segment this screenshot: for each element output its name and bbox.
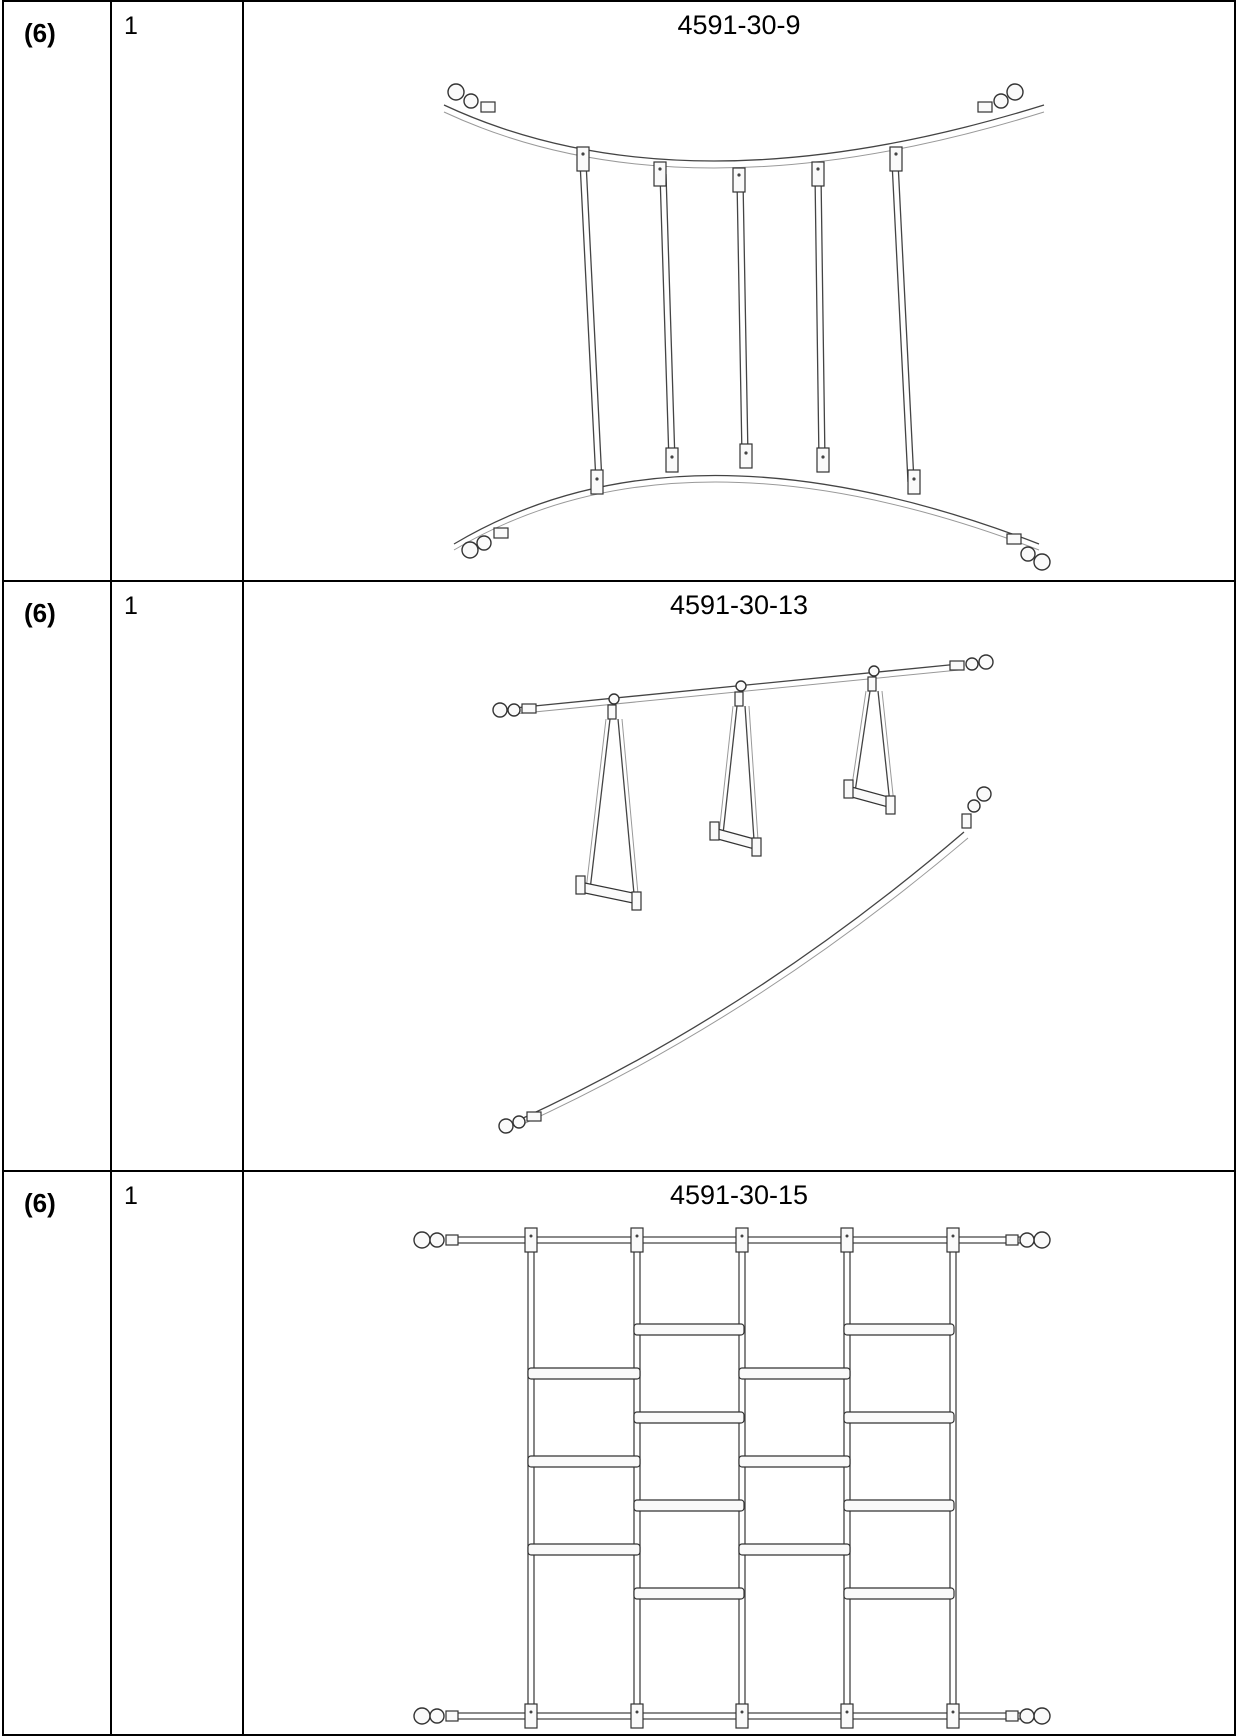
part-number: 4591-30-13 [669, 590, 809, 620]
climbing-grid-drawing-icon [413, 1227, 1051, 1729]
item-mark: (6) [24, 598, 56, 628]
item-mark: (6) [24, 18, 56, 48]
table-row: (6) 1 4591-30-9 [0, 0, 1238, 582]
swing-seat [709, 680, 762, 857]
swing-seat [575, 693, 642, 911]
quantity-cell: 1 [110, 1170, 244, 1736]
vertical-posts [527, 1240, 957, 1716]
curve-bottom-shackle [498, 1111, 542, 1134]
mark-cell: (6) [2, 1170, 112, 1736]
bottom-left-shackle [461, 527, 509, 559]
drawing-cell: 4591-30-15 [242, 1170, 1236, 1736]
tube-clamps [576, 146, 921, 495]
bar-left-shackle [492, 702, 537, 718]
corner-shackles [413, 1231, 1051, 1725]
table-row: (6) 1 4591-30-15 [0, 1170, 1238, 1736]
quantity-cell: 1 [110, 580, 244, 1172]
trapeze-swing-drawing-icon [492, 654, 994, 1134]
bar-right-shackle [949, 654, 994, 671]
table-row: (6) 1 4591-30-13 [0, 580, 1238, 1172]
drawing-cell: 4591-30-13 [242, 580, 1236, 1172]
top-left-shackle [447, 83, 496, 113]
item-mark: (6) [24, 1188, 56, 1218]
item-quantity: 1 [124, 1182, 138, 1210]
curved-rope-ladder-drawing-icon [443, 83, 1051, 571]
drawing-cell: 4591-30-9 [242, 0, 1236, 582]
post-clamps [524, 1227, 960, 1729]
curve-top-shackle [961, 786, 992, 829]
part-number: 4591-30-15 [669, 1180, 809, 1210]
swing-seat [843, 665, 896, 815]
quantity-cell: 1 [110, 0, 244, 582]
item-quantity: 1 [124, 12, 138, 40]
mark-cell: (6) [2, 0, 112, 582]
mark-cell: (6) [2, 580, 112, 1172]
item-quantity: 1 [124, 592, 138, 620]
ladder-rungs [527, 1323, 955, 1600]
part-number: 4591-30-9 [677, 10, 801, 40]
bottom-right-shackle [1006, 533, 1051, 571]
vertical-tubes [579, 161, 915, 483]
top-right-shackle [977, 83, 1024, 113]
